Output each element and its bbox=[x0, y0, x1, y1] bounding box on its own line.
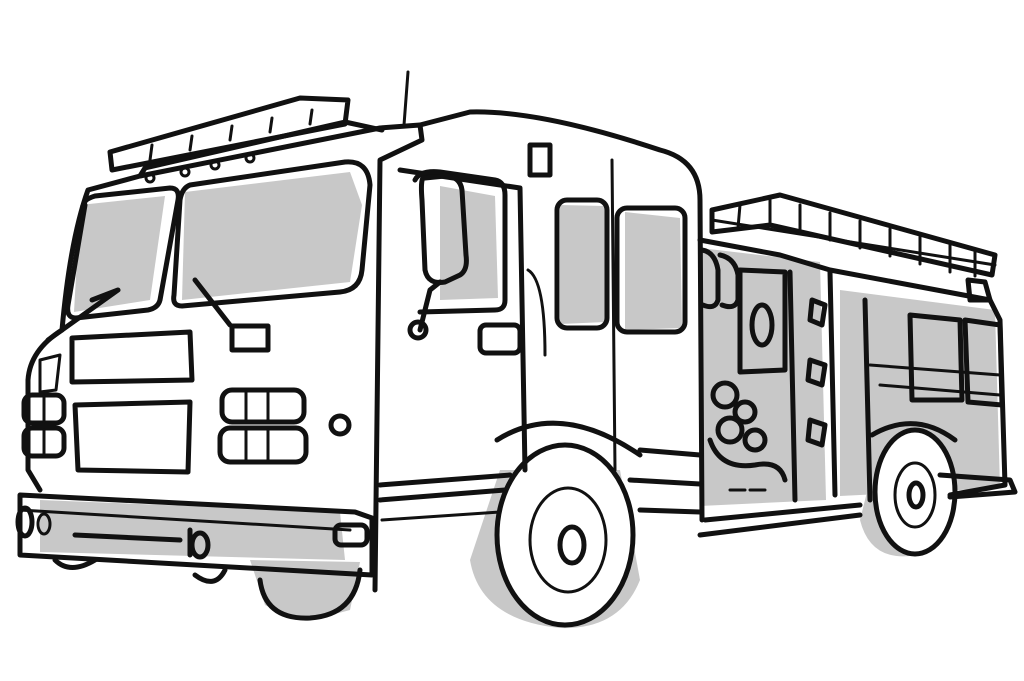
front-bumper bbox=[15, 492, 375, 621]
right-headlights bbox=[217, 387, 309, 465]
left-headlights bbox=[21, 392, 67, 459]
cab bbox=[21, 119, 528, 593]
shade-rear-window-2 bbox=[625, 212, 682, 330]
shade-side-window bbox=[440, 186, 498, 300]
shade-windshield-right bbox=[182, 172, 362, 300]
cab-door-light-icon bbox=[328, 413, 352, 437]
front-wheel bbox=[494, 420, 643, 628]
crew-cab bbox=[402, 70, 705, 523]
pump-gauges bbox=[707, 380, 788, 492]
shade-windshield-left bbox=[74, 196, 165, 312]
roof-light-bar bbox=[107, 95, 351, 173]
roof-ladder bbox=[709, 192, 998, 303]
shade-rear-window-1 bbox=[560, 205, 606, 324]
